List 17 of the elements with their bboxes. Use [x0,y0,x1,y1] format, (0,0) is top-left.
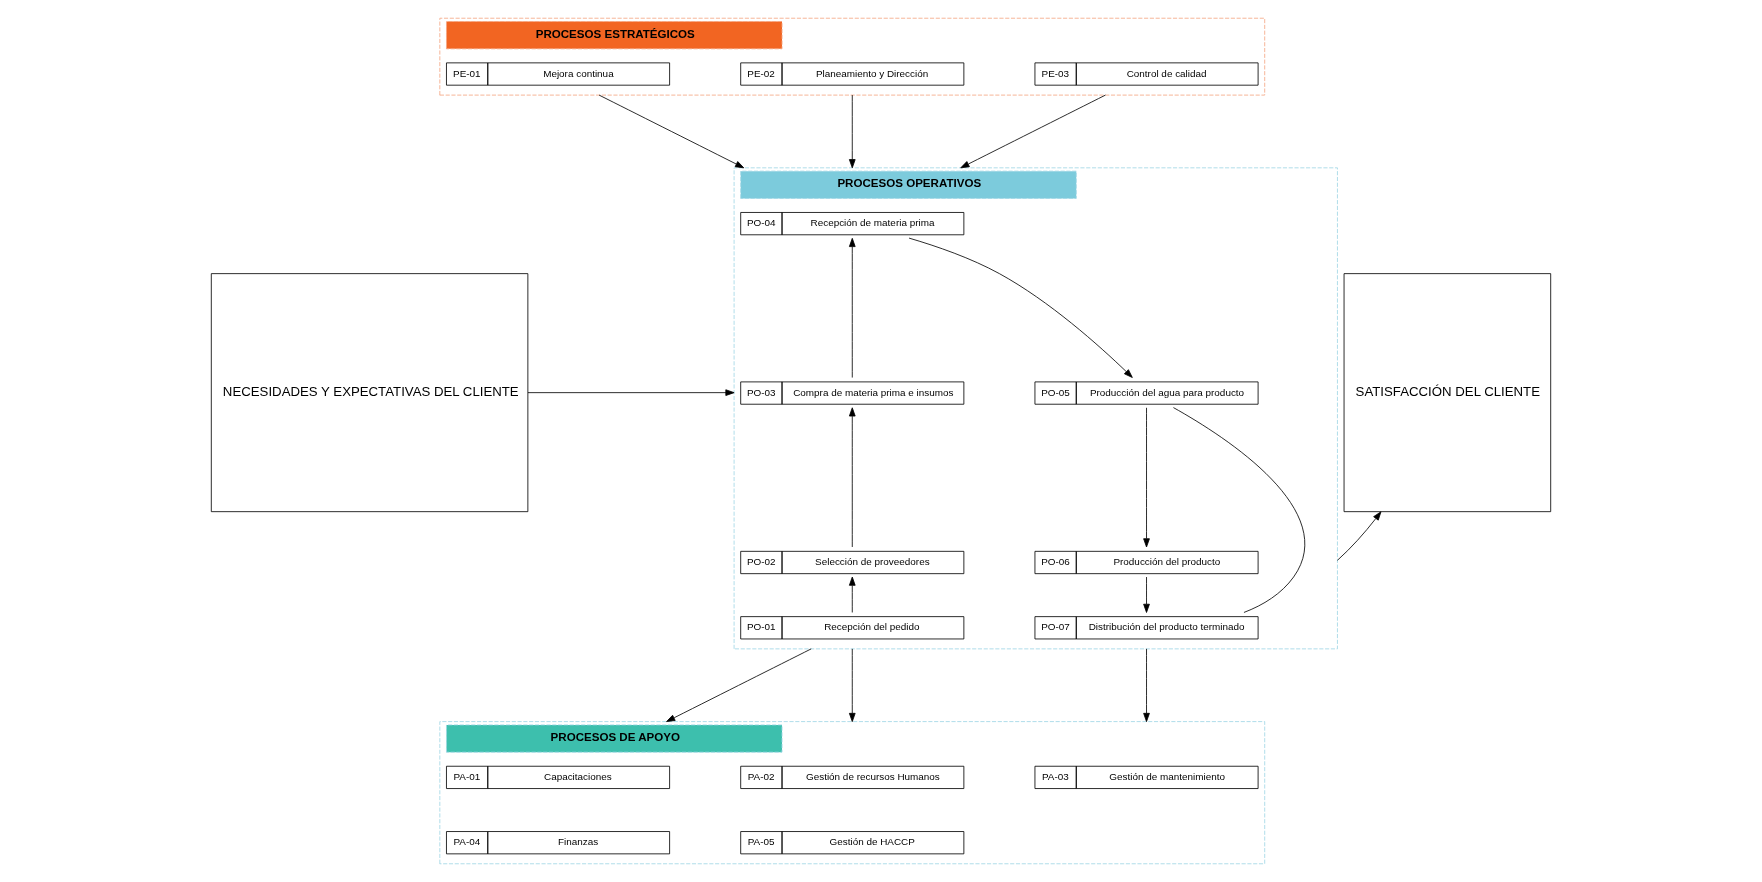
arrow [848,407,856,548]
arrow [1143,648,1150,723]
arrow [1337,511,1382,561]
arrow [848,648,856,723]
arrow [1143,576,1150,613]
arrow [848,237,856,378]
node-box: SATISFACCIÓN DEL CLIENTE [1343,273,1552,513]
arrow [908,237,1133,378]
connector [1173,407,1306,613]
node-box: NECESIDADES Y EXPECTATIVAS DEL CLIENTE [210,273,529,513]
arrow [960,94,1106,169]
arrow [1143,407,1150,548]
arrow [848,576,856,613]
arrow [598,94,745,169]
arrow [848,94,856,169]
arrow [527,389,735,396]
arrow [666,648,812,723]
